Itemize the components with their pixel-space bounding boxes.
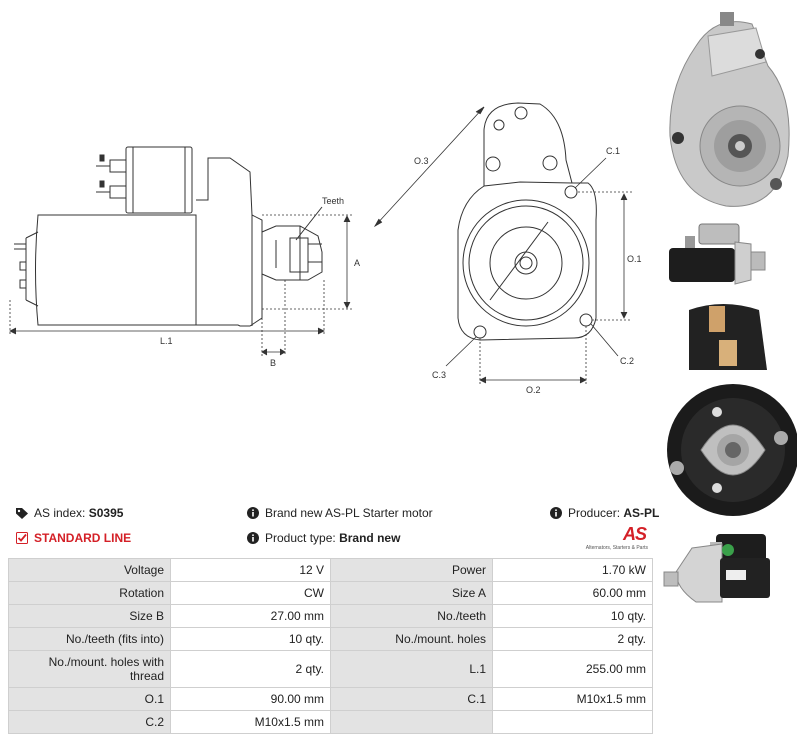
tag-icon: [16, 507, 28, 519]
as-index-label: AS index:: [34, 506, 86, 520]
spec-label: C.1: [330, 687, 493, 711]
b-label: B: [270, 358, 276, 368]
logo-text: AS: [622, 524, 647, 544]
o2-label: O.2: [526, 385, 541, 395]
spec-label: Size B: [8, 604, 171, 628]
info-icon: [550, 507, 562, 519]
table-row: Voltage 12 V Power 1.70 kW: [8, 558, 653, 582]
c1-label: C.1: [606, 146, 620, 156]
spec-label: No./teeth (fits into): [8, 627, 171, 651]
as-pl-logo: AS Alternators, Starters & Parts: [586, 524, 648, 552]
spec-value: 2 qty.: [492, 627, 653, 651]
table-row: O.1 90.00 mm C.1 M10x1.5 mm: [8, 687, 653, 711]
spec-value: M10x1.5 mm: [170, 710, 331, 734]
teeth-label: Teeth: [322, 196, 344, 206]
spec-label: No./mount. holes: [330, 627, 493, 651]
as-index-row: AS index: S0395: [16, 506, 123, 520]
o1-label: O.1: [627, 254, 642, 264]
o3-label: O.3: [414, 156, 429, 166]
l1-label: L.1: [160, 336, 173, 346]
info-icon: [247, 507, 259, 519]
info-icon: [247, 532, 259, 544]
spec-label: Voltage: [8, 558, 171, 582]
spec-value: 1.70 kW: [492, 558, 653, 582]
starter-motor-rear-photo[interactable]: [663, 300, 797, 520]
spec-value: 2 qty.: [170, 650, 331, 688]
product-type-value: Brand new: [339, 531, 401, 545]
side-view-drawing: [14, 146, 323, 327]
standard-line-label: STANDARD LINE: [34, 531, 132, 545]
table-row: No./teeth (fits into) 10 qty. No./mount.…: [8, 627, 653, 651]
a-label: A: [354, 258, 360, 268]
table-row: Size B 27.00 mm No./teeth 10 qty.: [8, 604, 653, 628]
spec-value: 60.00 mm: [492, 581, 653, 605]
product-type-label: Product type:: [265, 531, 336, 545]
table-row: Rotation CW Size A 60.00 mm: [8, 581, 653, 605]
spec-value: 10 qty.: [492, 604, 653, 628]
spec-value: 12 V: [170, 558, 331, 582]
technical-drawings: Teeth A L.1 B: [9, 102, 642, 395]
checkbox-checked-icon: [16, 532, 28, 544]
spec-value: 27.00 mm: [170, 604, 331, 628]
product-type-row: Product type: Brand new: [247, 531, 400, 545]
spec-label: O.1: [8, 687, 171, 711]
front-view-drawing: [457, 102, 597, 341]
spec-label: Power: [330, 558, 493, 582]
spec-value: [492, 710, 653, 734]
spec-label: L.1: [330, 650, 493, 688]
spec-table: Voltage 12 V Power 1.70 kW Rotation CW S…: [8, 558, 653, 734]
table-row: No./mount. holes with thread 2 qty. L.1 …: [8, 650, 653, 688]
logo-tagline: Alternators, Starters & Parts: [585, 545, 648, 551]
spec-value: CW: [170, 581, 331, 605]
starter-motor-side-photo[interactable]: [665, 218, 767, 288]
producer-label: Producer:: [568, 506, 621, 520]
spec-label: No./teeth: [330, 604, 493, 628]
spec-value: 90.00 mm: [170, 687, 331, 711]
table-row: C.2 M10x1.5 mm: [8, 710, 653, 734]
starter-motor-front-photo[interactable]: [656, 6, 796, 214]
front-view-labels: O.3 C.1 O.1 C.2 C.3 O.2: [414, 146, 642, 395]
spec-label: No./mount. holes with thread: [8, 650, 171, 688]
producer-row: Producer: AS-PL: [550, 506, 659, 520]
producer-value: AS-PL: [623, 506, 660, 520]
spec-value: 10 qty.: [170, 627, 331, 651]
standard-line-row: STANDARD LINE: [16, 531, 131, 545]
as-index-value: S0395: [88, 506, 124, 520]
side-view-labels: Teeth A L.1 B: [160, 196, 360, 368]
brand-new-row: Brand new AS-PL Starter motor: [247, 506, 433, 520]
c3-label: C.3: [432, 370, 446, 380]
spec-value: 255.00 mm: [492, 650, 653, 688]
starter-motor-angled-photo[interactable]: [662, 528, 784, 608]
spec-label: [330, 710, 493, 734]
spec-label: Size A: [330, 581, 493, 605]
spec-value: M10x1.5 mm: [492, 687, 653, 711]
spec-label: Rotation: [8, 581, 171, 605]
side-view-dimensions: [9, 214, 352, 356]
spec-label: C.2: [8, 710, 171, 734]
front-view-dimensions: [373, 106, 632, 386]
c2-label: C.2: [620, 356, 634, 366]
brand-new-text: Brand new AS-PL Starter motor: [265, 506, 433, 520]
